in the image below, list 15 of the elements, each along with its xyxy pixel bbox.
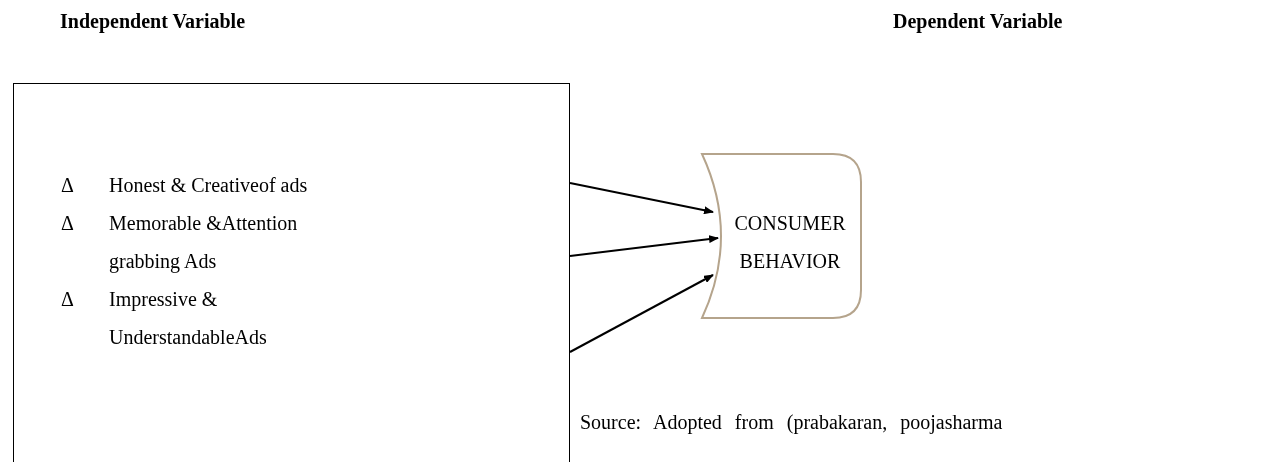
list-item-text: Honest & Creativeof ads (109, 173, 309, 198)
heading: Dependent Variable (893, 10, 1063, 33)
arrow (569, 274, 714, 353)
heading: Independent Variable (60, 10, 246, 33)
node-label: CONSUMER BEHAVIOR (733, 211, 847, 274)
list-item-text: Memorable &Attention grabbing Ads (109, 211, 299, 275)
arrow (569, 235, 719, 257)
bullet: Δ (61, 173, 74, 198)
bullet: Δ (61, 287, 74, 312)
source-note: Source: Adopted from (prabakaran, poojasharma (580, 411, 1003, 434)
variable-box (13, 83, 570, 462)
arrow (569, 182, 714, 215)
curved-shape (700, 152, 863, 320)
list-item-text: Impressive & UnderstandableAds (109, 287, 268, 350)
bullet: Δ (61, 211, 74, 236)
